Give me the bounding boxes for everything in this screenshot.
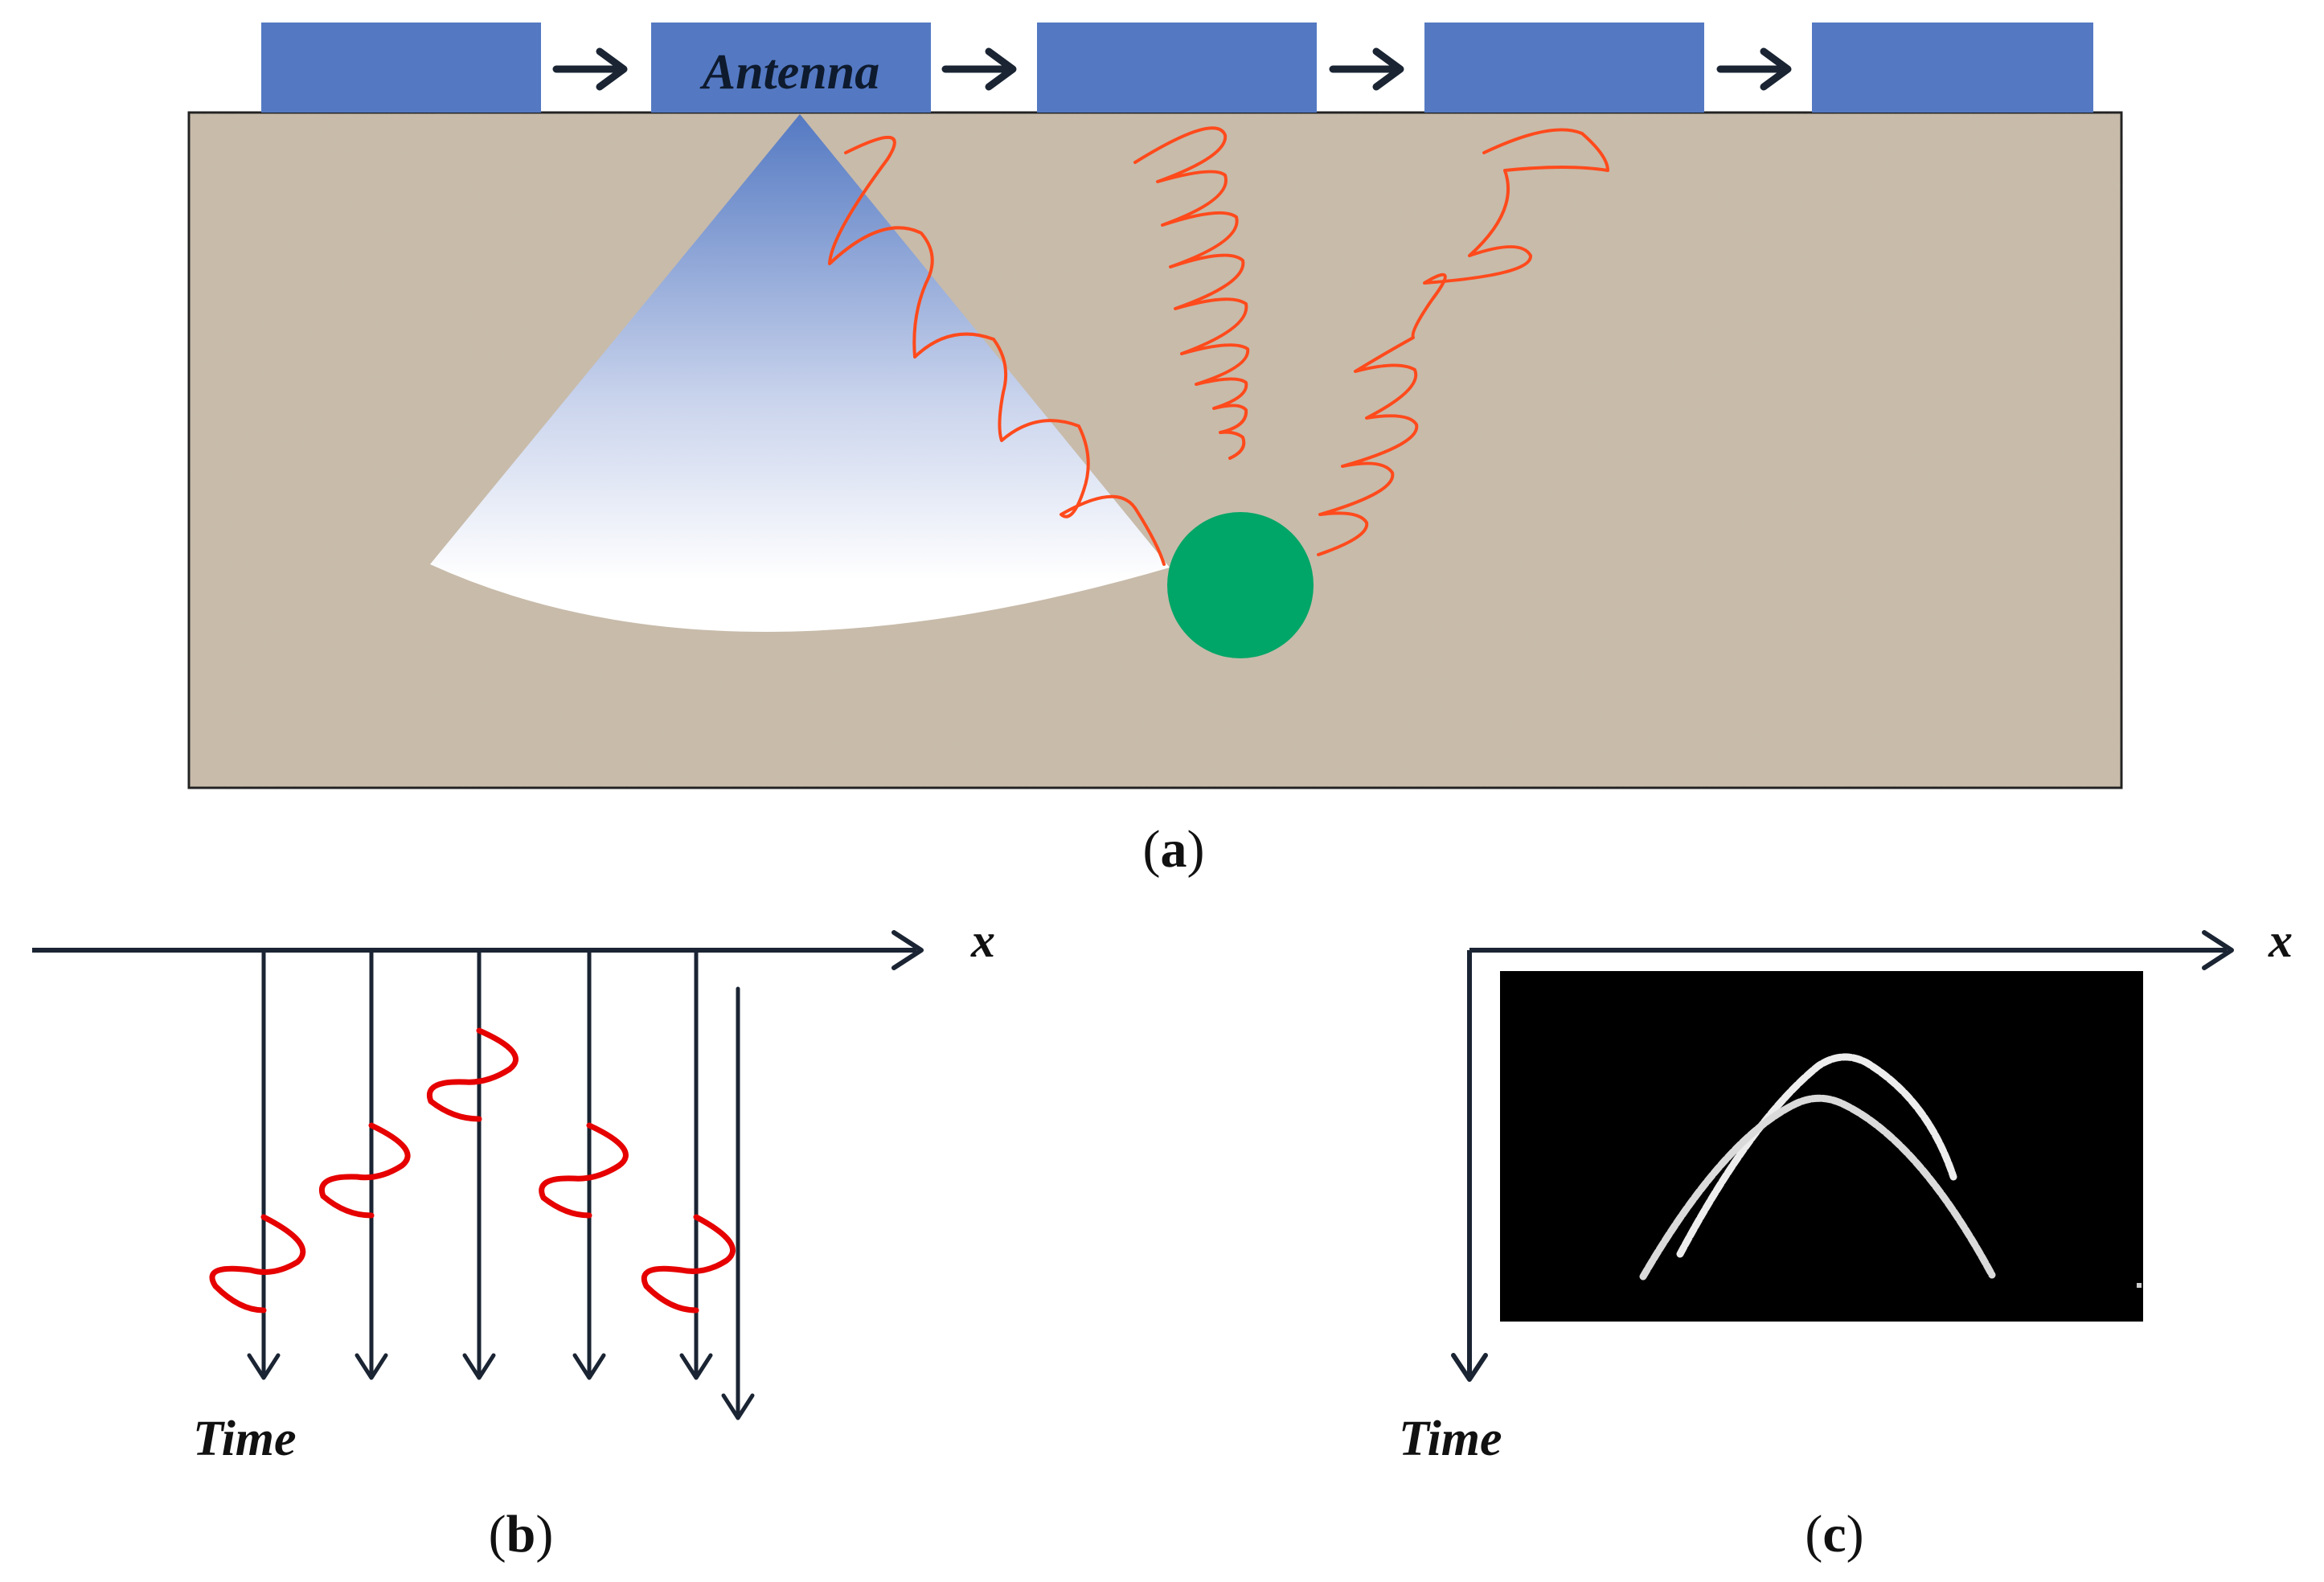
panel-c-label: (c)	[1805, 1505, 1863, 1564]
antenna-position-1	[261, 23, 541, 113]
b-trace-2	[355, 948, 388, 1380]
arrow-3	[1329, 47, 1404, 91]
b-wavelet-5	[641, 1214, 736, 1314]
antenna-position-2	[651, 23, 931, 113]
arrow-2	[941, 47, 1017, 91]
c-time-label: Time	[1399, 1412, 1502, 1466]
b-wavelet-4	[539, 1122, 629, 1219]
b-time-label: Time	[193, 1412, 297, 1466]
b-wavelet-3	[427, 1027, 518, 1122]
antenna-position-3	[1037, 23, 1317, 113]
b-trace-3	[462, 948, 496, 1380]
c-x-axis-arrowhead	[2202, 930, 2234, 970]
radargram-speck	[2137, 1283, 2142, 1288]
radargram-hyperbolas	[1639, 1053, 2142, 1288]
panel-a-label: (a)	[1143, 820, 1205, 879]
panel-b-label: (b)	[489, 1505, 554, 1564]
b-time-traces	[247, 948, 755, 1420]
antenna-position-4	[1424, 23, 1704, 113]
b-x-axis-label: x	[970, 914, 995, 967]
wave-right	[1317, 128, 1609, 556]
c-x-axis-label: x	[2268, 914, 2293, 967]
b-trace-1	[247, 948, 281, 1380]
b-wavelet-1	[209, 1214, 306, 1314]
buried-target	[1167, 512, 1314, 658]
radargram-image	[1500, 971, 2143, 1322]
arrow-1	[552, 47, 628, 91]
antenna-beam	[430, 114, 1170, 633]
b-trace-6	[721, 986, 755, 1420]
antenna-label: Antenna	[699, 45, 880, 100]
panel-b: x Time (b)	[32, 914, 995, 1564]
antenna-position-5	[1812, 23, 2093, 113]
b-trace-5	[679, 948, 713, 1380]
ground-texture	[190, 113, 2121, 787]
hyperbola-upper	[1676, 1053, 1957, 1258]
arrow-4	[1716, 47, 1792, 91]
wave-middle	[1133, 126, 1250, 460]
wave-left	[828, 135, 1166, 566]
b-x-axis-arrowhead	[891, 930, 924, 970]
c-time-axis-arrowhead	[1451, 1353, 1488, 1382]
b-wavelet-2	[319, 1122, 411, 1219]
hyperbola-lower	[1639, 1094, 1996, 1281]
b-wavelets	[209, 1027, 736, 1314]
panel-a: Antenna (a)	[187, 23, 2123, 879]
movement-arrows	[552, 47, 1792, 91]
reflected-waves	[828, 126, 1609, 566]
b-trace-4	[572, 948, 606, 1380]
panel-c: x Time (c)	[1399, 914, 2293, 1564]
